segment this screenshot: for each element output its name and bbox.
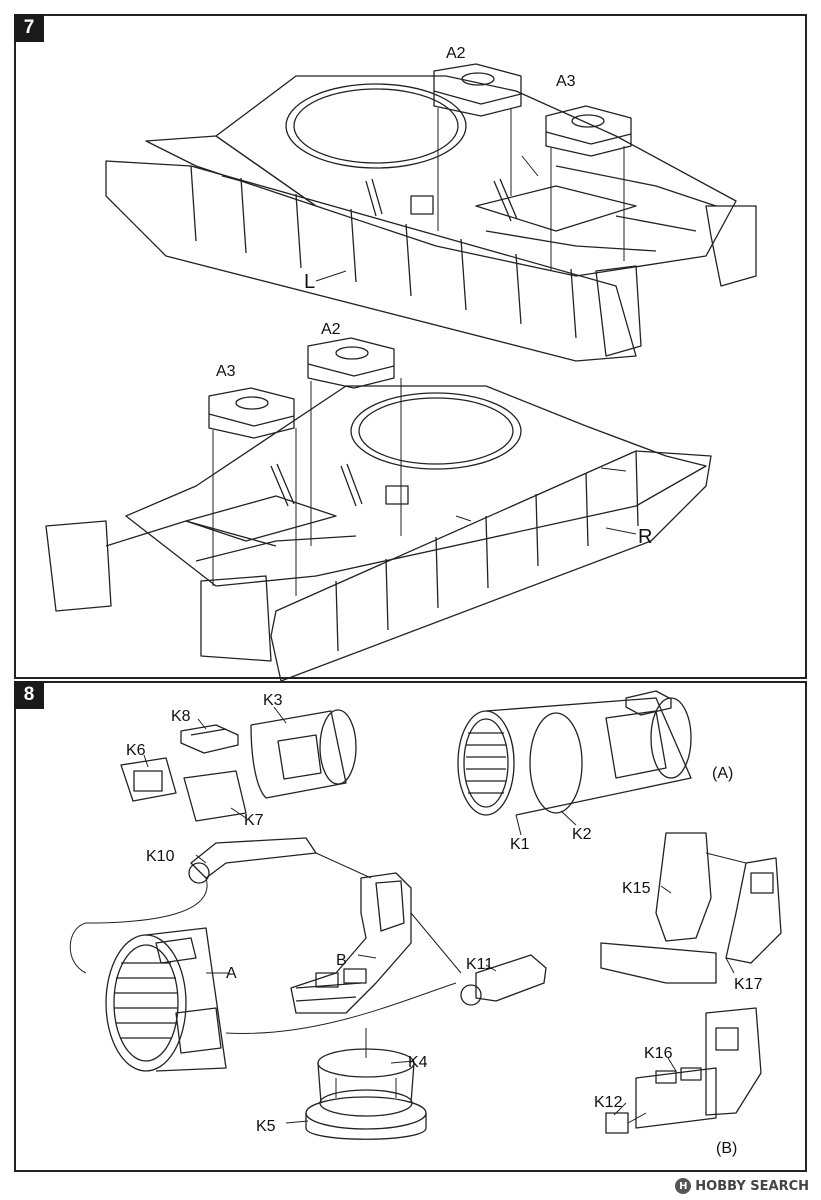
label-k3: K3 [263, 692, 283, 709]
label-k12: K12 [594, 1094, 623, 1111]
label-k16: K16 [644, 1045, 673, 1062]
hobby-search-logo-icon: H [675, 1178, 692, 1194]
part-a2-top [433, 63, 522, 117]
step-7-arrows-top [221, 108, 625, 271]
assembly-b [188, 837, 412, 1014]
label-k2: K2 [572, 826, 592, 843]
part-k15-k17 [600, 832, 782, 984]
part-k16-k12 [605, 1007, 762, 1134]
label-k8: K8 [171, 708, 191, 725]
label-a: A [226, 965, 237, 982]
label-k4: K4 [408, 1054, 428, 1071]
label-b: B [336, 952, 347, 969]
exploded-drum-parts [120, 709, 357, 822]
part-k11 [460, 954, 547, 1006]
label-k15: K15 [622, 880, 651, 897]
step-7-arrows-bottom [212, 378, 627, 596]
label-a2-bottom: A2 [321, 321, 341, 338]
label-k1: K1 [510, 836, 530, 853]
label-left-side: L [304, 271, 315, 293]
label-right-side: R [638, 526, 652, 548]
step-7-panel: 7 [14, 14, 807, 682]
label-k10: K10 [146, 848, 175, 865]
label-a2-top: A2 [446, 45, 466, 62]
part-a3-bottom [208, 387, 295, 439]
step-8-number: 8 [14, 681, 44, 709]
label-k7: K7 [244, 812, 264, 829]
upper-hull-left [105, 75, 757, 362]
label-a3-top: A3 [556, 73, 576, 90]
label-k6: K6 [126, 742, 146, 759]
step-8-panel: 8 [14, 681, 807, 1172]
step-7-drawing: A2 A3 L A2 A3 R [45, 45, 757, 682]
label-sub-a: (A) [712, 765, 733, 782]
step-7-number: 7 [14, 14, 44, 42]
label-k5: K5 [256, 1118, 276, 1135]
part-a2-bottom [307, 337, 395, 389]
label-a3-bottom: A3 [216, 363, 236, 380]
assembly-a [457, 690, 692, 816]
hobby-search-watermark: H HOBBY SEARCH [675, 1178, 809, 1194]
label-sub-b: (B) [716, 1140, 737, 1157]
part-a3-top [545, 105, 632, 157]
label-k11: K11 [466, 956, 493, 973]
assembled-drum-a [105, 927, 227, 1072]
part-k4-k5 [305, 1048, 427, 1140]
watermark-text: HOBBY SEARCH [695, 1178, 809, 1194]
label-k17: K17 [734, 976, 763, 993]
step-8-arrows [69, 852, 747, 1124]
step-8-drawing: K8 K3 K6 K7 K1 K2 (A) K10 B A K11 K4 K5 … [69, 690, 782, 1157]
lower-hull-right [45, 385, 712, 682]
